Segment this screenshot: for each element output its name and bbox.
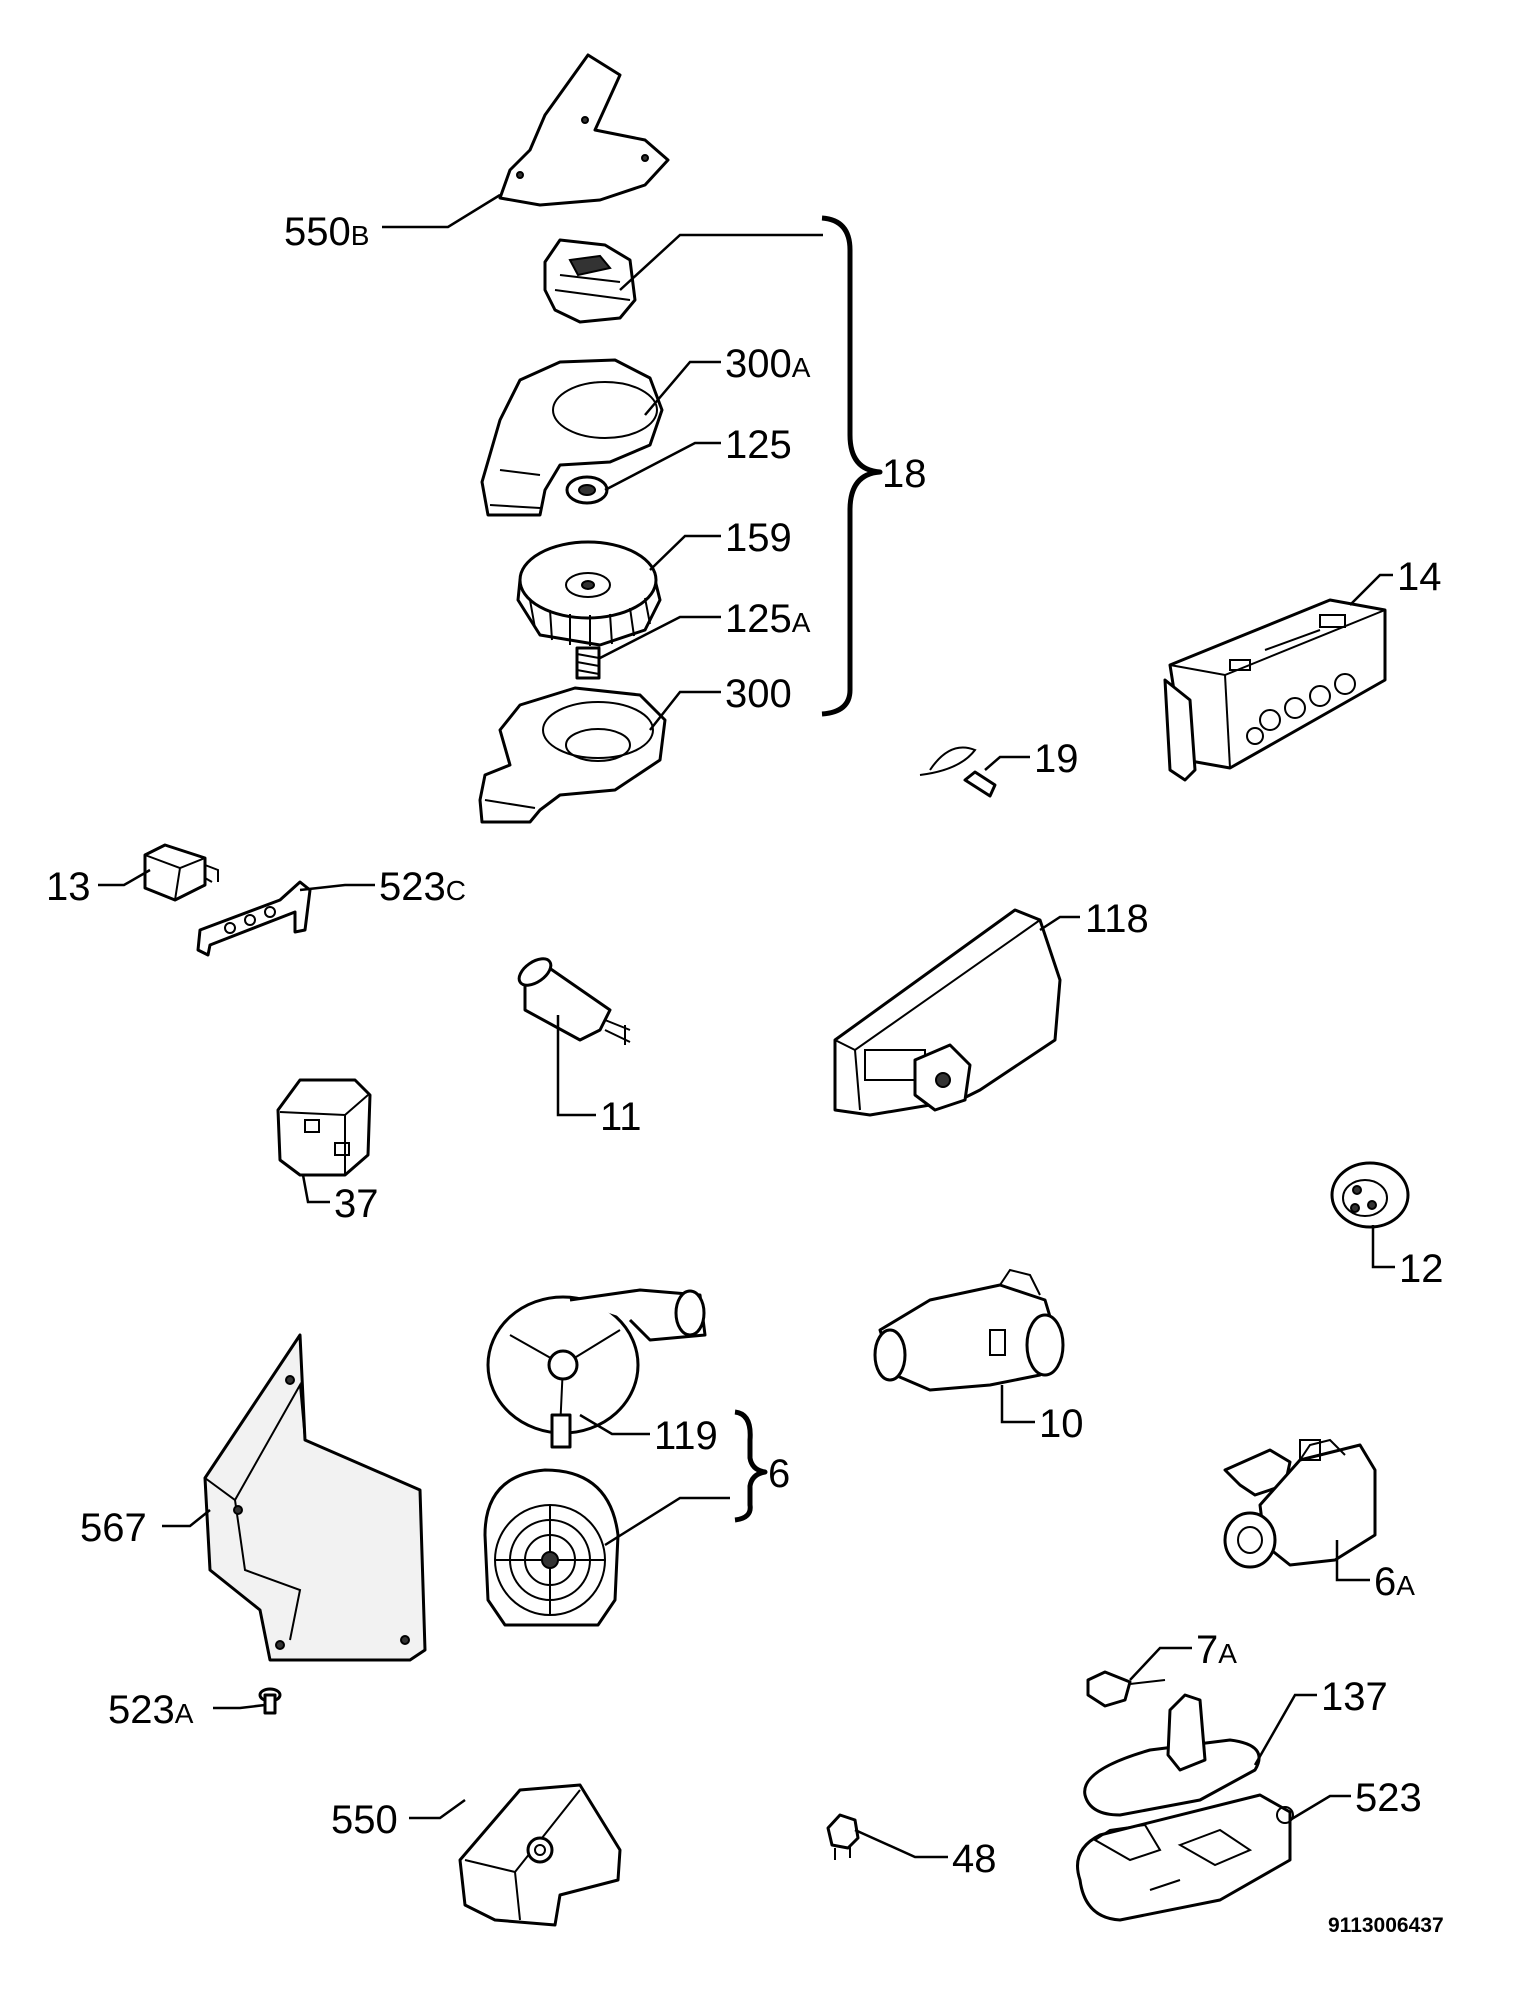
label-13: 13 (46, 865, 91, 909)
part-7a-clip (1086, 1670, 1166, 1708)
part-567-shield (203, 1333, 427, 1662)
part-118-dispenser (833, 908, 1062, 1117)
label-11: 11 (600, 1095, 642, 1139)
label-6: 6 (768, 1452, 790, 1496)
part-137-lid (1083, 1693, 1261, 1817)
document-number: 9113006437 (1328, 1914, 1444, 1937)
part-6-pump-housing (483, 1468, 620, 1627)
label-19: 19 (1034, 737, 1079, 781)
label-159: 159 (725, 516, 792, 560)
part-523-tray (1076, 1793, 1294, 1922)
label-550: 550 (331, 1798, 398, 1842)
label-119: 119 (654, 1414, 718, 1458)
group-6-brace (734, 1409, 768, 1523)
label-7a: 7A (1196, 1628, 1237, 1672)
label-125: 125 (725, 423, 792, 467)
part-11-capacitor (517, 957, 631, 1045)
part-12-knob (1330, 1161, 1410, 1229)
part-37-box (276, 1078, 372, 1177)
part-523a-screw (258, 1687, 282, 1715)
group-18-brace (821, 215, 883, 717)
part-300-lower-fan-housing (478, 686, 667, 824)
part-labels: 550B 300A 125 159 125A 300 18 14 19 13 5… (46, 210, 1444, 1937)
label-48: 48 (952, 1837, 997, 1881)
label-6a: 6A (1374, 1560, 1415, 1604)
label-14: 14 (1397, 555, 1442, 599)
label-300a: 300A (725, 342, 811, 386)
part-125a-spring (575, 646, 601, 680)
label-523: 523 (1355, 1776, 1422, 1820)
part-14-control-module (1163, 598, 1387, 782)
label-550b: 550B (284, 210, 369, 254)
part-523c-bracket (196, 880, 312, 957)
part-119-fan-wheel (486, 1288, 707, 1449)
part-fan-motor (543, 238, 637, 324)
part-10-valve (873, 1268, 1065, 1392)
leader-lines (98, 193, 1395, 1859)
label-523c: 523C (379, 865, 466, 909)
part-550b-duct-cover (498, 53, 670, 207)
label-37: 37 (334, 1182, 379, 1226)
part-125-bearing (565, 475, 609, 505)
part-13-switch (143, 843, 219, 902)
label-567: 567 (80, 1506, 147, 1550)
label-137: 137 (1321, 1675, 1388, 1719)
label-125a: 125A (725, 597, 811, 641)
part-300a-upper-fan-housing (480, 358, 664, 517)
label-118: 118 (1085, 897, 1149, 941)
label-18: 18 (882, 452, 927, 496)
part-159-impeller (516, 540, 662, 647)
part-19-sensor (919, 746, 997, 798)
label-12: 12 (1399, 1247, 1444, 1291)
part-6a-drain-pump (1223, 1438, 1377, 1569)
part-48-connector (826, 1813, 860, 1860)
label-300: 300 (725, 672, 792, 716)
label-10: 10 (1039, 1402, 1084, 1446)
part-550-cover (458, 1783, 622, 1927)
label-523a: 523A (108, 1688, 194, 1732)
